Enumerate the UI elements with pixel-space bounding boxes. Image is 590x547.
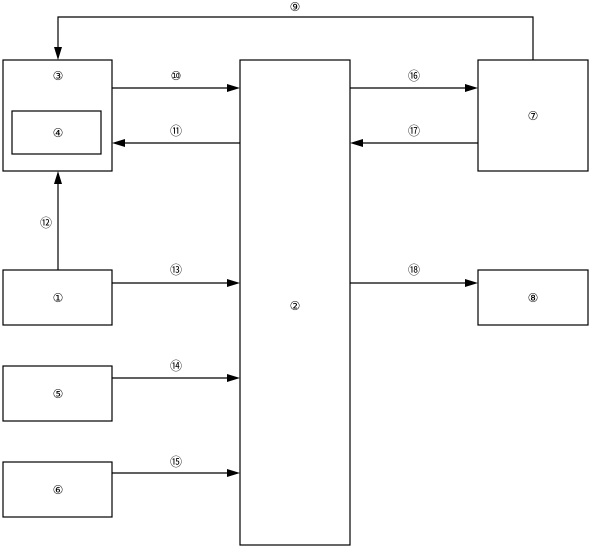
node-3-label: ③ — [53, 69, 64, 83]
node-8-box — [477, 269, 589, 326]
edge-17-arrowhead — [350, 139, 363, 147]
edge-12-label: ⑫ — [40, 216, 52, 230]
node-4-label: ④ — [53, 126, 64, 140]
edge-16-arrowhead — [465, 84, 478, 92]
node-1-label: ① — [53, 291, 64, 305]
edge-9-line — [57, 16, 534, 60]
node-2-label: ② — [290, 299, 301, 313]
edge-14-arrowhead — [227, 374, 240, 382]
edge-10-label: ⑩ — [171, 69, 182, 83]
edge-15-label: ⑮ — [170, 455, 182, 469]
node-6-box — [2, 461, 113, 518]
edge-18-label: ⑱ — [408, 263, 420, 277]
edge-17-label: ⑰ — [408, 124, 420, 138]
edge-14-label: ⑭ — [170, 359, 182, 373]
edge-10-arrowhead — [227, 84, 240, 92]
edge-11-arrowhead — [112, 139, 125, 147]
edge-16-label: ⑯ — [408, 69, 420, 83]
edge-18-arrowhead — [465, 279, 478, 287]
edge-9-label: ⑨ — [290, 0, 301, 14]
edge-13-arrowhead — [227, 279, 240, 287]
edge-11-label: ⑪ — [170, 124, 182, 138]
edge-13-label: ⑬ — [170, 263, 182, 277]
node-5-box — [2, 365, 113, 422]
node-7-label: ⑦ — [528, 109, 539, 123]
node-2-box — [239, 59, 351, 546]
edge-15-arrowhead — [227, 469, 240, 477]
edge-9-arrowhead — [54, 47, 62, 60]
node-7-box — [477, 59, 589, 172]
node-6-label: ⑥ — [53, 483, 64, 497]
edge-12-arrowhead — [54, 171, 62, 184]
node-8-label: ⑧ — [528, 291, 539, 305]
node-4-box — [11, 110, 102, 155]
node-5-label: ⑤ — [53, 387, 64, 401]
